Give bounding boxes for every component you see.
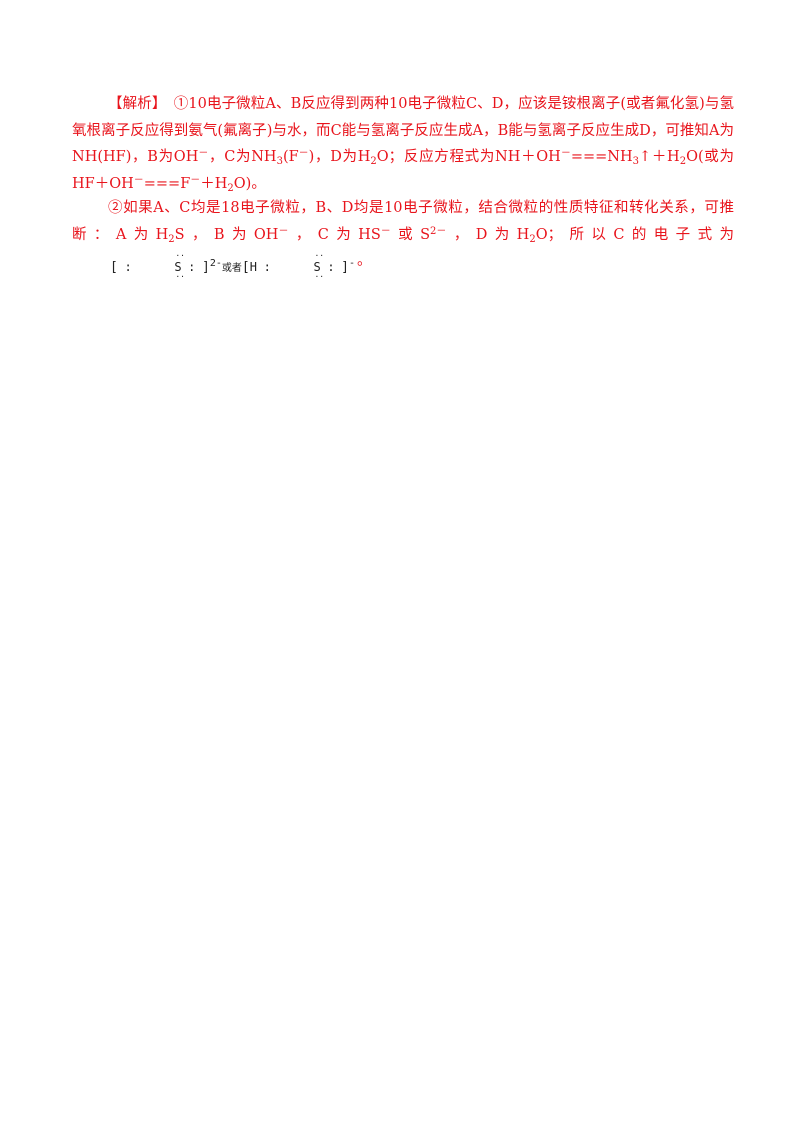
electron-formula: [ : ··S·· : ]2-或者[H : ··S·· : ]-: [110, 251, 356, 281]
analysis-paragraph-2: ②如果A、C均是18电子微粒，B、D均是10电子微粒，结合微粒的性质特征和转化关…: [72, 200, 734, 281]
analysis-label: 【解析】: [108, 96, 160, 112]
analysis-paragraph-1: 【解析】 ①10电子微粒A、B反应得到两种10电子微粒C、D，应该是铵根离子(或…: [72, 96, 735, 194]
